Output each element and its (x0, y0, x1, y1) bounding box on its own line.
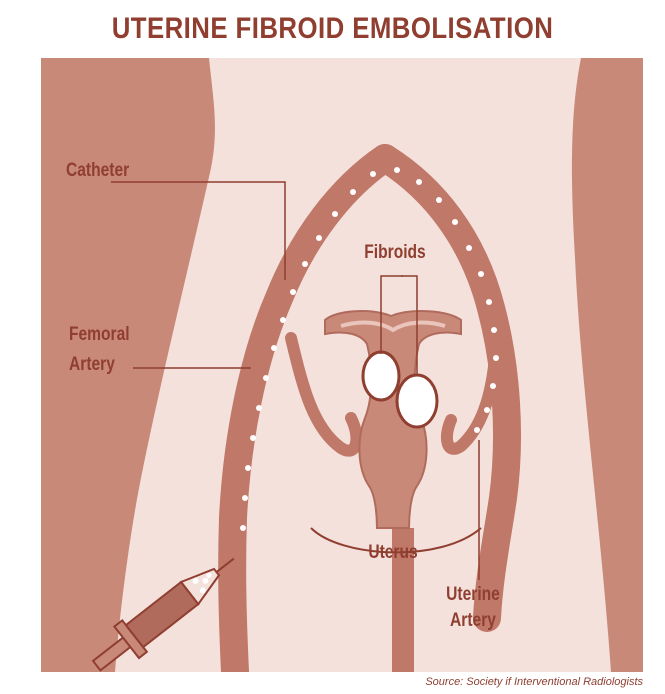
catheter-dot (245, 465, 251, 471)
catheter-dot (486, 299, 492, 305)
catheter-dot (490, 383, 496, 389)
catheter-dot (250, 435, 256, 441)
catheter-dot (271, 345, 277, 351)
femoral-artery-label-line1: Femoral (69, 322, 130, 347)
catheter-dot (493, 355, 499, 361)
catheter-dot (484, 407, 490, 413)
fibroids-label: Fibroids (362, 240, 428, 265)
catheter-dot (263, 375, 269, 381)
catheter-dot (370, 171, 376, 177)
femoral-artery-label-line2: Artery (69, 352, 115, 377)
catheter-dot (452, 219, 458, 225)
uterine-artery-label-line2: Artery (436, 608, 510, 633)
catheter-dot (240, 525, 246, 531)
catheter-dot (290, 289, 296, 295)
catheter-dot (491, 327, 497, 333)
uterine-artery-label-line1: Uterine (436, 582, 510, 607)
catheter-dot (242, 495, 248, 501)
catheter-dot (280, 317, 286, 323)
uterus-label: Uterus (360, 540, 426, 565)
catheter-dot (416, 179, 422, 185)
catheter-dot (466, 245, 472, 251)
anatomy-illustration (41, 58, 643, 672)
catheter-dot (478, 271, 484, 277)
catheter-dot (394, 167, 400, 173)
catheter-dot (332, 211, 338, 217)
catheter-label: Catheter (66, 158, 129, 183)
diagram-title: UTERINE FIBROID EMBOLISATION (47, 12, 619, 46)
catheter-dot (436, 197, 442, 203)
catheter-dot (256, 405, 262, 411)
source-credit: Source: Society if Interventional Radiol… (425, 676, 643, 688)
catheter-dot (350, 189, 356, 195)
catheter-dot (302, 261, 308, 267)
catheter-dot (316, 235, 322, 241)
catheter-dot (474, 427, 480, 433)
fibroid-right (397, 375, 437, 427)
fibroid-left (363, 352, 399, 400)
